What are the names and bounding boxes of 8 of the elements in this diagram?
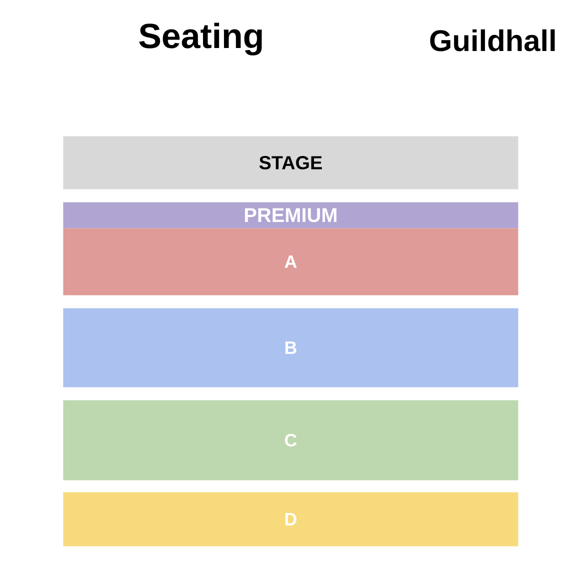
stage-band: STAGE [63,136,518,190]
seating-section: D [63,492,518,546]
seating-section: C [63,400,518,480]
venue-name: Guildhall [430,29,555,52]
seating-section: PREMIUM [63,202,518,228]
seating-section: A [63,228,518,296]
seating-section: B [63,308,518,388]
title: Seating [139,22,262,56]
